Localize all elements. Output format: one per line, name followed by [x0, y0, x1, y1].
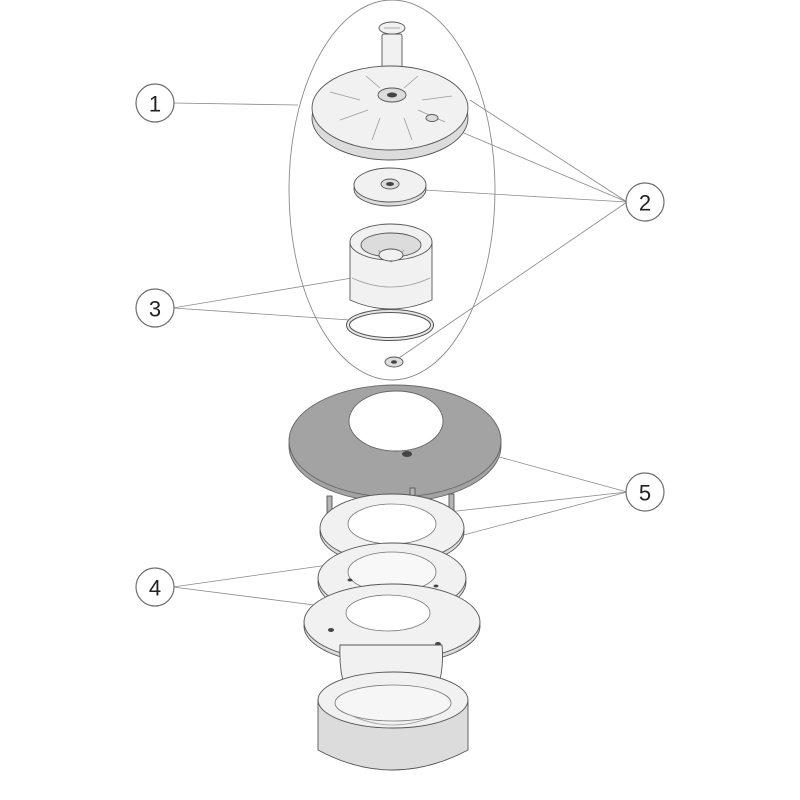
callout-3: 3 [135, 288, 175, 328]
callout-5: 5 [625, 472, 665, 512]
callout-4-label: 4 [149, 576, 161, 601]
callout-1: 1 [135, 83, 175, 123]
leader-2d [395, 201, 628, 361]
housing-body-part [317, 644, 469, 771]
callout-2: 2 [625, 182, 665, 222]
callout-1-label: 1 [149, 92, 161, 117]
leader-5c [451, 491, 628, 539]
subassembly-boundary-ellipse [288, 0, 496, 381]
leader-4a [172, 564, 329, 588]
leader-lines [172, 99, 628, 607]
leader-2c [423, 189, 628, 203]
screw-part [378, 21, 406, 75]
leader-4b [172, 586, 323, 607]
o-ring-part [346, 309, 434, 341]
leader-5b [447, 491, 628, 513]
callout-2-label: 2 [639, 191, 651, 216]
cover-disc-part [311, 65, 469, 161]
leader-2b [451, 127, 628, 203]
callout-3-label: 3 [149, 297, 161, 322]
callout-5-label: 5 [639, 481, 651, 506]
leader-3b [172, 307, 351, 321]
callout-4: 4 [135, 567, 175, 607]
leader-2a [469, 99, 628, 203]
clip-part [384, 356, 404, 368]
leader-3a [172, 277, 353, 309]
leader-1 [172, 102, 299, 106]
trim-ring-part [288, 384, 502, 503]
leader-5a [491, 454, 628, 493]
nozzle-body-part [349, 223, 433, 310]
washer-part [353, 167, 427, 207]
